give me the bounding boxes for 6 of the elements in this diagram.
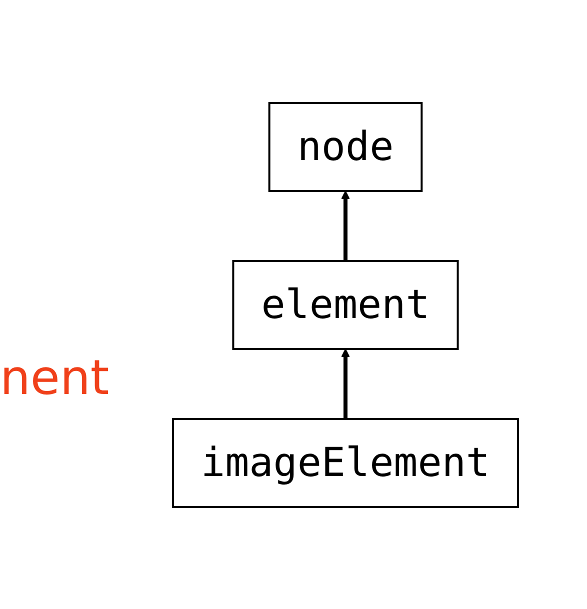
node-box: element: [232, 260, 458, 350]
arrow: [340, 190, 350, 261]
node-box: imageElement: [172, 418, 518, 508]
arrow: [340, 348, 350, 419]
note-text: nent: [0, 350, 110, 406]
node-box: node: [268, 102, 422, 192]
